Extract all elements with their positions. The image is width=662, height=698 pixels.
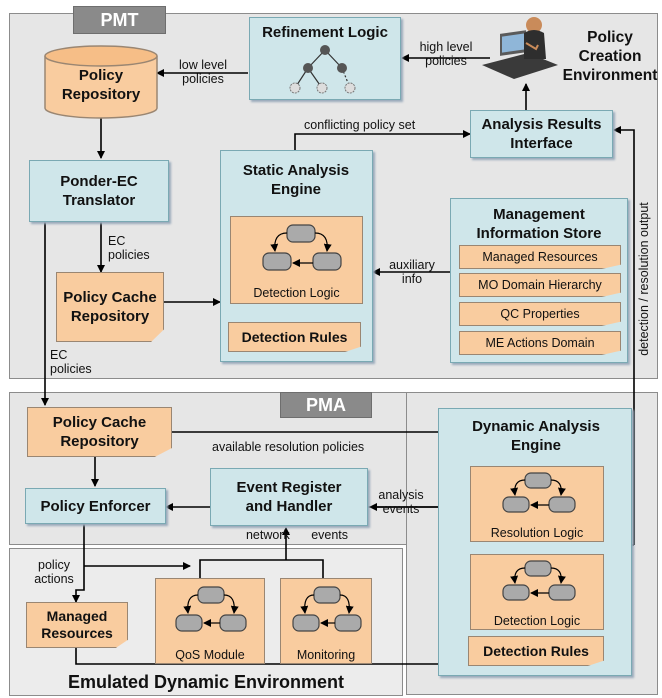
edge-label-network-events: network events xyxy=(245,528,349,542)
mis-item-mo-domain: MO Domain Hierarchy xyxy=(459,273,621,297)
detection-rules-dynamic-box: Detection Rules xyxy=(468,636,604,666)
state-machine-icon xyxy=(502,560,576,601)
pmt-label: PMT xyxy=(73,6,166,34)
resolution-logic-box: Resolution Logic xyxy=(470,466,604,542)
managed-resources-box: Managed Resources xyxy=(26,602,128,648)
policy-repository-title: Policy Repository xyxy=(61,67,141,103)
edge-label-high-level: high level policies xyxy=(419,40,473,68)
edge-label-detection-output: detection / resolution output xyxy=(637,202,651,356)
policy-cache-pmt-title: Policy Cache Repository xyxy=(63,289,157,325)
analysis-results-title: Analysis Results Interface xyxy=(481,116,602,152)
edge-label-low-level: low level policies xyxy=(179,58,227,86)
managed-resources-title: Managed Resources xyxy=(41,608,113,641)
monitoring-label: Monitoring xyxy=(296,648,356,662)
state-machine-icon xyxy=(175,586,247,632)
policy-repository-cylinder xyxy=(44,45,158,119)
mis-item-managed-resources: Managed Resources xyxy=(459,245,621,269)
policy-cache-pma-box: Policy Cache Repository xyxy=(27,407,172,457)
state-machine-icon xyxy=(502,472,576,513)
edge-label-available-resolution: available resolution policies xyxy=(212,440,365,454)
detection-rules-dynamic-label: Detection Rules xyxy=(483,642,589,659)
qos-module-box: QoS Module xyxy=(155,578,265,664)
user-workstation-icon xyxy=(482,17,558,79)
policy-enforcer-title: Policy Enforcer xyxy=(40,497,151,515)
dynamic-analysis-title: Dynamic Analysis Engine xyxy=(472,418,600,454)
mis-item-qc-properties: QC Properties xyxy=(459,302,621,326)
policy-creation-label: Policy Creation Environment xyxy=(562,29,658,84)
detection-rules-static-label: Detection Rules xyxy=(241,328,348,345)
edge-label-conflicting: conflicting policy set xyxy=(304,118,416,132)
edge-label-analysis-events: analysis events xyxy=(378,488,424,516)
edge-label-auxiliary: auxiliary info xyxy=(389,258,435,286)
state-machine-icon xyxy=(262,224,342,271)
ponder-ec-box: Ponder-EC Translator xyxy=(29,160,169,222)
detection-rules-static-box: Detection Rules xyxy=(228,322,361,352)
emulated-title: Emulated Dynamic Environment xyxy=(67,672,345,692)
detection-logic-static-label: Detection Logic xyxy=(253,286,340,300)
mis-title: Management Information Store xyxy=(476,206,602,242)
policy-cache-pma-title: Policy Cache Repository xyxy=(52,414,147,450)
edge-label-ec-policies-1: EC policies xyxy=(108,234,150,262)
edge-label-policy-actions: policy actions xyxy=(34,558,74,586)
detection-logic-dynamic-box: Detection Logic xyxy=(470,554,604,630)
dynamic-analysis-box: Dynamic Analysis Engine xyxy=(438,408,632,676)
mis-item-me-actions: ME Actions Domain xyxy=(459,331,621,355)
ponder-ec-title: Ponder-EC Translator xyxy=(60,173,138,209)
refinement-logic-box: Refinement Logic xyxy=(249,17,401,100)
monitoring-box: Monitoring xyxy=(280,578,372,664)
detection-logic-dynamic-label: Detection Logic xyxy=(493,614,581,628)
pma-label: PMA xyxy=(280,392,372,418)
event-register-title: Event Register and Handler xyxy=(236,479,342,515)
refinement-logic-title: Refinement Logic xyxy=(262,24,388,41)
event-register-box: Event Register and Handler xyxy=(210,468,368,526)
state-machine-icon xyxy=(292,586,362,632)
detection-logic-static-box: Detection Logic xyxy=(230,216,363,304)
policy-enforcer-box: Policy Enforcer xyxy=(25,488,166,524)
edge-label-ec-policies-2: EC policies xyxy=(50,348,92,376)
tree-icon xyxy=(289,45,356,94)
policy-cache-pmt-box: Policy Cache Repository xyxy=(56,272,164,342)
analysis-results-box: Analysis Results Interface xyxy=(470,110,613,158)
static-analysis-title: Static Analysis Engine xyxy=(242,162,350,198)
resolution-logic-label: Resolution Logic xyxy=(490,526,584,540)
qos-module-label: QoS Module xyxy=(175,648,245,662)
